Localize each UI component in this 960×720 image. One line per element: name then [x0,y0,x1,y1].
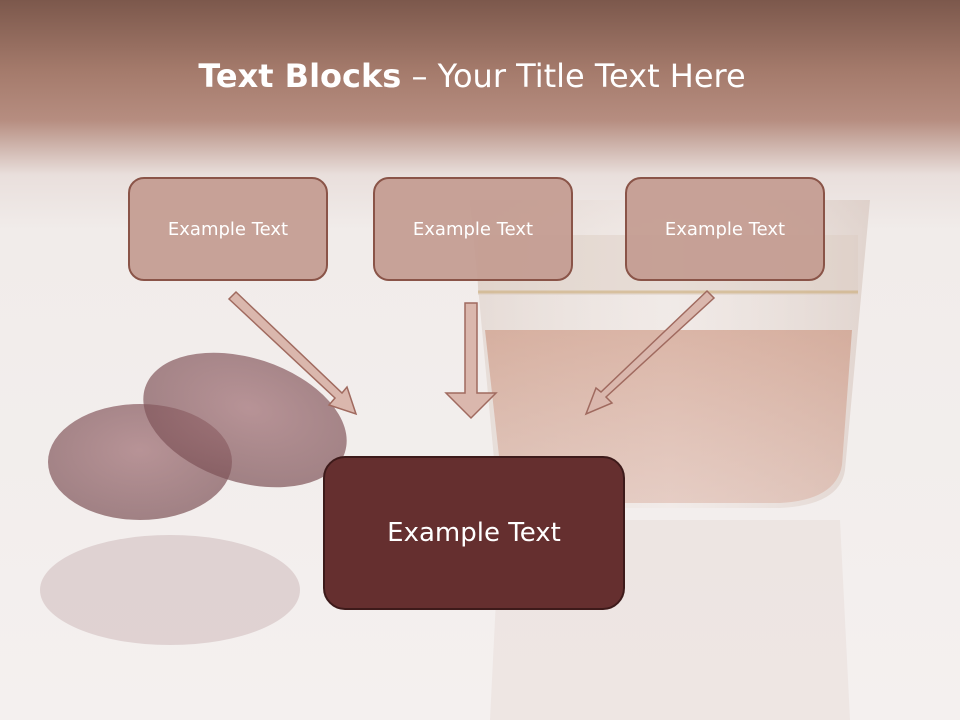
text-block-right[interactable]: Example Text [625,177,825,281]
text-block-right-label: Example Text [664,218,786,240]
text-block-main[interactable]: Example Text [323,456,625,610]
text-block-center[interactable]: Example Text [373,177,573,281]
arrow-left [227,290,358,416]
text-block-left-label: Example Text [167,218,289,240]
title-bold: Text Blocks [198,57,402,95]
text-block-center-label: Example Text [412,218,534,240]
arrow-center [444,302,498,420]
text-block-main-label: Example Text [387,518,561,548]
date-fruit-right [143,352,347,488]
dates-reflection [40,535,300,645]
title-rest: – Your Title Text Here [401,57,746,95]
arrow-right [584,289,716,416]
slide-title: Text Blocks – Your Title Text Here [0,56,944,96]
text-block-left[interactable]: Example Text [128,177,328,281]
